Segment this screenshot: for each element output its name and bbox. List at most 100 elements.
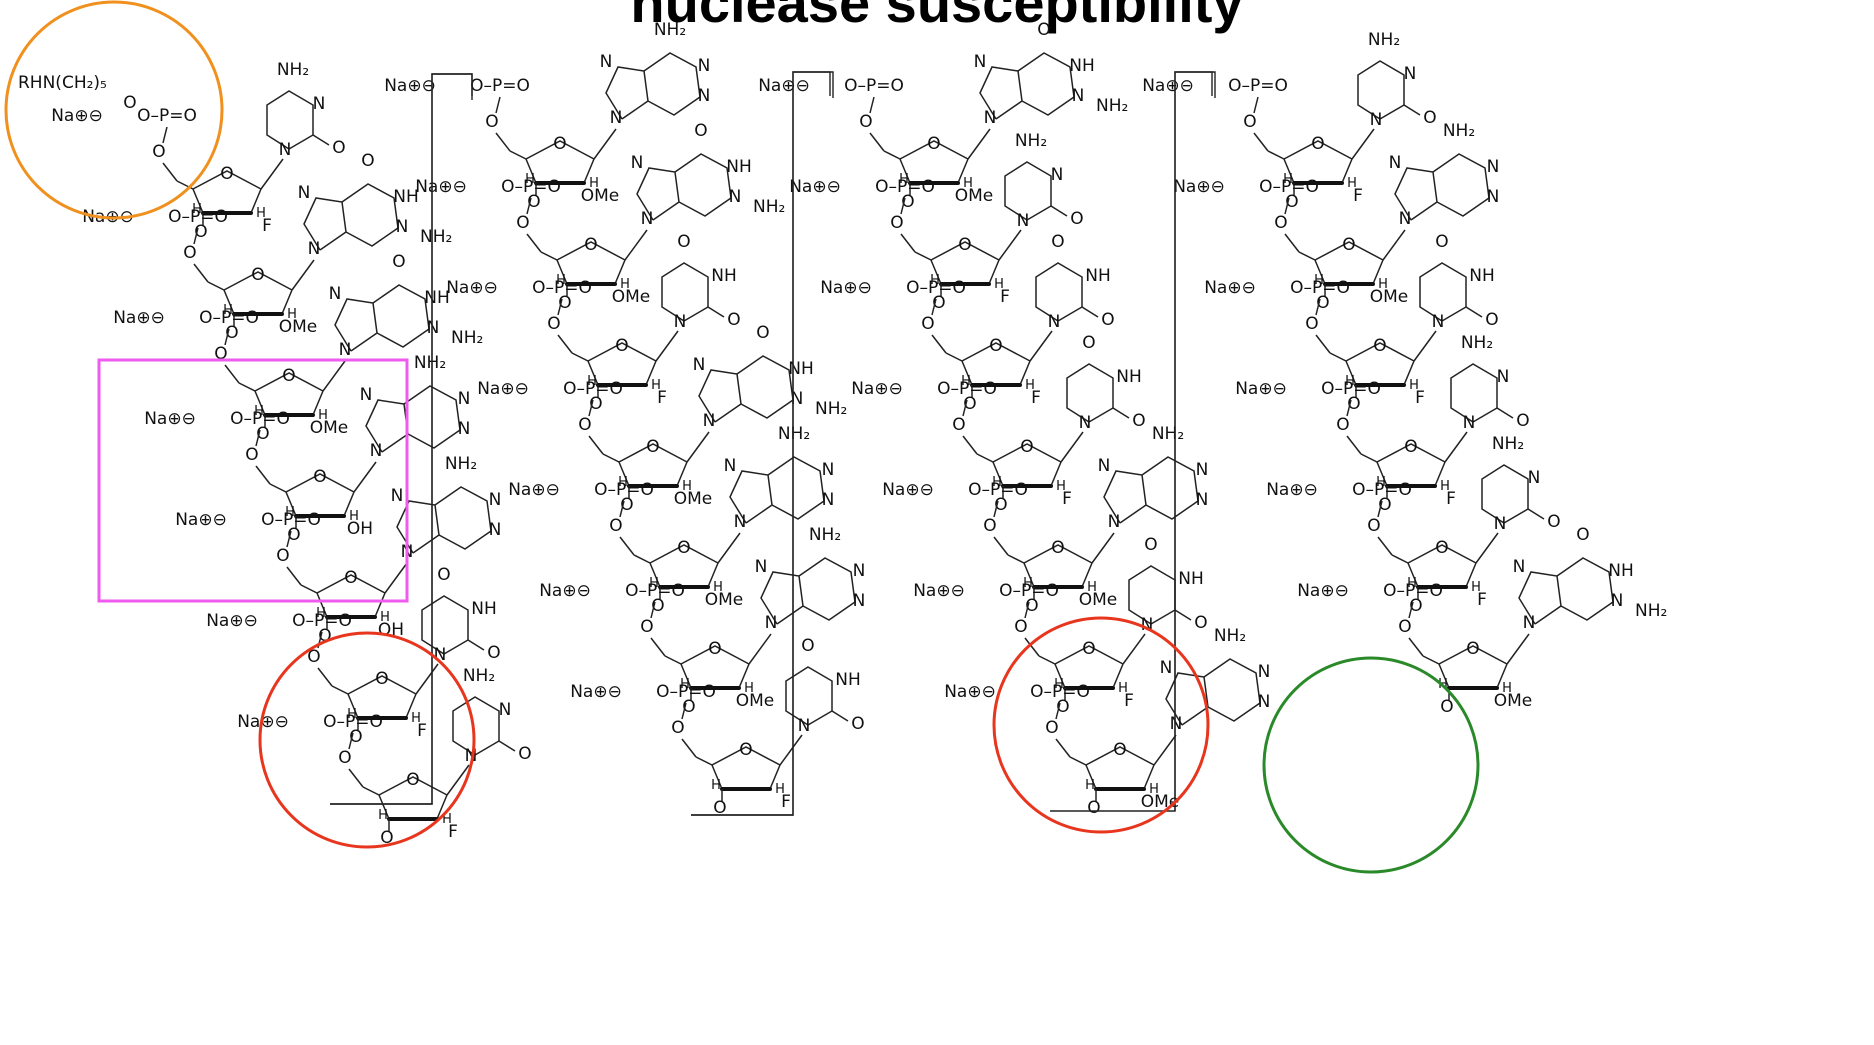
o3-label: O	[963, 394, 976, 414]
ring-oxygen: O	[584, 235, 597, 255]
base-n3: N	[1196, 490, 1209, 510]
h-label: H	[1118, 681, 1128, 696]
base-n9: N	[370, 441, 383, 461]
ring-bond	[238, 382, 256, 392]
base-n3: N	[1497, 367, 1510, 387]
linker-o: O	[123, 93, 136, 113]
c5-bond	[348, 768, 364, 788]
base-nh: NH	[1469, 266, 1495, 286]
counter-ion: Na⊕⊖	[913, 581, 965, 601]
o3-label: O	[589, 394, 602, 414]
base-nh2: NH₂	[1015, 131, 1047, 151]
base-n9: N	[703, 411, 716, 431]
base-nh2: NH₂	[1492, 434, 1524, 454]
base-o4: O	[1082, 333, 1095, 353]
base-n1: N	[1196, 460, 1209, 480]
glycosidic-bond	[593, 128, 617, 160]
glycosidic-bond	[1153, 734, 1177, 766]
sugar-top	[347, 675, 417, 695]
sugar-top	[930, 241, 1000, 261]
sugar-right	[645, 360, 657, 386]
sugar-left	[254, 390, 266, 416]
pyrimidine-ring	[341, 183, 399, 247]
mod-label: OMe	[279, 317, 318, 337]
base-o2: O	[1132, 411, 1145, 431]
base-n7: N	[360, 385, 373, 405]
o5-label: O	[859, 112, 872, 132]
sugar-top	[254, 372, 324, 392]
base-o4: O	[801, 636, 814, 656]
sugar-right	[374, 592, 386, 618]
imidazole-ring	[979, 66, 1023, 120]
sugar-right	[1434, 461, 1446, 487]
glycosidic-bond	[415, 663, 439, 695]
ring-oxygen: O	[708, 639, 721, 659]
base-n9: N	[641, 209, 654, 229]
sugar-top	[556, 241, 626, 261]
base-n1: N	[458, 389, 471, 409]
h-label: H	[256, 206, 266, 221]
sugar-right	[1372, 259, 1384, 285]
p-o-bond	[993, 500, 999, 518]
sugar-top	[1054, 645, 1124, 665]
ring-oxygen: O	[1435, 538, 1448, 558]
phosphate-group: O–P=O	[1383, 581, 1443, 601]
ring-oxygen: O	[677, 538, 690, 558]
h-label: H	[349, 509, 359, 524]
base-n7: N	[329, 284, 342, 304]
base-nh2: NH₂	[451, 328, 483, 348]
base-n9: N	[1523, 613, 1536, 633]
o5-label: O	[1305, 314, 1318, 334]
carbonyl-bond	[831, 710, 849, 722]
base-nh2: NH₂	[1443, 121, 1475, 141]
base-o6: O	[694, 121, 707, 141]
sugar-left	[1438, 663, 1450, 689]
glycosidic-bond	[1475, 532, 1499, 564]
h-label: H	[254, 404, 264, 419]
base-o6: O	[1037, 20, 1050, 40]
glycosidic-bond	[1060, 431, 1084, 463]
counter-ion: Na⊕⊖	[944, 682, 996, 702]
o5-label: O	[338, 748, 351, 768]
base-nh: NH	[1116, 367, 1142, 387]
h-label: H	[1347, 176, 1357, 191]
c5-bond	[1024, 637, 1040, 657]
o5-label: O	[516, 213, 529, 233]
o5-label: O	[485, 112, 498, 132]
phosphate-group: O–P=O	[937, 379, 997, 399]
base-n7: N	[631, 153, 644, 173]
o5-label: O	[890, 213, 903, 233]
sugar-right	[436, 794, 448, 820]
counter-ion: Na⊕⊖	[1297, 581, 1349, 601]
counter-ion: Na⊕⊖	[570, 682, 622, 702]
o3-label: O	[194, 222, 207, 242]
ring-bond	[571, 352, 589, 362]
carbonyl-bond	[498, 740, 516, 752]
base-n7: N	[1160, 658, 1173, 678]
p-o-bond	[1253, 96, 1259, 114]
p-o-bond	[495, 96, 501, 114]
imidazole-ring	[334, 298, 378, 352]
mod-label: F	[1000, 287, 1010, 307]
h-label: H	[1471, 580, 1481, 595]
glycosidic-bond	[1444, 431, 1468, 463]
o3-label: O	[994, 495, 1007, 515]
base-nh: NH	[1069, 56, 1095, 76]
base-o4: O	[1435, 232, 1448, 252]
ring-bond	[1360, 453, 1378, 463]
ring-oxygen: O	[282, 366, 295, 386]
glycosidic-bond	[717, 532, 741, 564]
phosphate-group: O–P=O	[1030, 682, 1090, 702]
h-label: H	[380, 610, 390, 625]
sugar-right	[769, 764, 781, 790]
imidazole-ring	[1165, 672, 1209, 726]
sugar-left	[649, 562, 661, 588]
base-nh: NH	[726, 157, 752, 177]
o3-label: O	[620, 495, 633, 515]
base-n3: N	[1072, 86, 1085, 106]
